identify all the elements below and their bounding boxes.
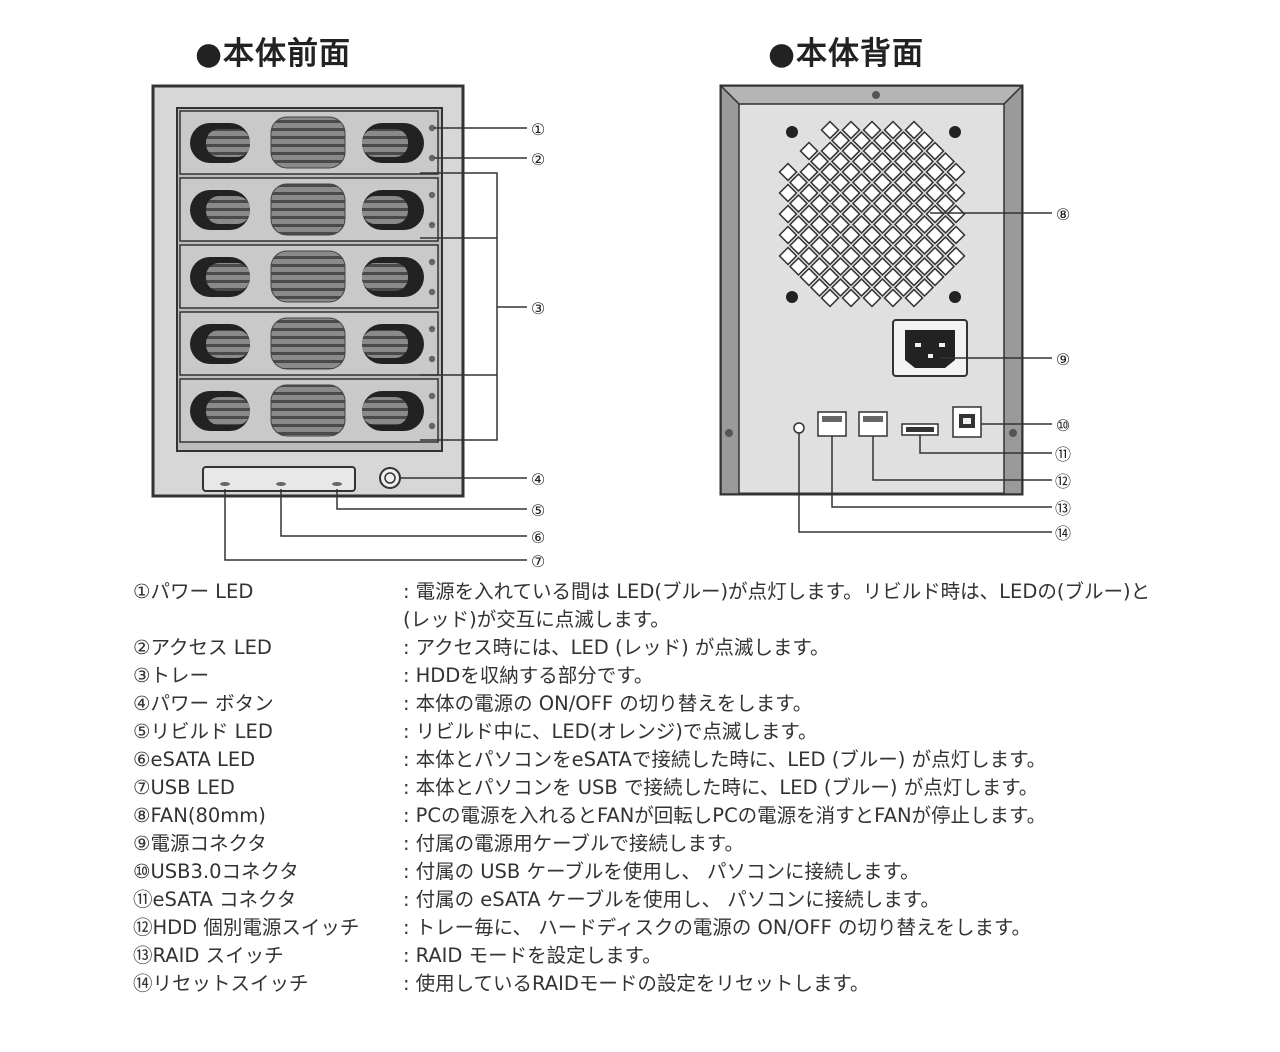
callout-14: ⑭ (1055, 524, 1071, 543)
description-text: 使用しているRAIDモードの設定をリセットします。 (403, 970, 1173, 998)
description-row: ①パワー LED 電源を入れている間は LED(ブルー)が点灯します。リビルド時は… (133, 578, 1173, 634)
back-view-title: ●本体背面 (768, 36, 925, 72)
description-label: ⑧FAN(80mm) (133, 804, 266, 827)
description-label: ⑭リセットスイッチ (133, 972, 309, 995)
callout-10: ⑩ (1056, 416, 1070, 435)
callout-9: ⑨ (1056, 350, 1070, 369)
front-leader-lines (224, 127, 527, 561)
description-row: ⑥eSATA LED 本体とパソコンをeSATAで接続した時に、LED (ブルー)… (133, 746, 1173, 774)
description-label: ⑪eSATA コネクタ (133, 888, 297, 911)
description-row: ⑩USB3.0コネクタ 付属の USB ケーブルを使用し、 パソコンに接続します。 (133, 858, 1173, 886)
usb-led (332, 482, 342, 486)
description-text: 付属の eSATA ケーブルを使用し、 パソコンに接続します。 (403, 886, 1173, 914)
power-connector[interactable] (892, 319, 968, 377)
front-led-panel (202, 466, 356, 492)
description-text: トレー毎に、 ハードディスクの電源の ON/OFF の切り替えをします。 (403, 914, 1173, 942)
front-view-title: ●本体前面 (195, 36, 352, 72)
callout-3: ③ (531, 299, 545, 318)
callout-1: ① (531, 120, 545, 139)
description-row: ⑤リビルド LED リビルド中に、LED(オレンジ)で点滅します。 (133, 718, 1173, 746)
tray-access-led (428, 422, 436, 430)
description-label: ③トレー (133, 664, 209, 687)
tray-power-led (428, 392, 436, 400)
callout-4: ④ (531, 470, 545, 489)
callout-7: ⑦ (531, 552, 545, 571)
description-label: ⑤リビルド LED (133, 720, 273, 743)
description-label: ⑦USB LED (133, 776, 235, 799)
tray-power-led (428, 191, 436, 199)
tray-power-led (428, 124, 436, 132)
tray-access-led (428, 154, 436, 162)
rebuild-led (220, 482, 230, 486)
drive-tray[interactable] (179, 110, 439, 175)
description-row: ⑫HDD 個別電源スイッチ トレー毎に、 ハードディスクの電源の ON/OFF の… (133, 914, 1173, 942)
description-row: ⑬RAID スイッチ RAID モードを設定します。 (133, 942, 1173, 970)
drive-trays (179, 110, 439, 443)
description-label: ⑨電源コネクタ (133, 832, 267, 855)
description-row: ⑦USB LED 本体とパソコンを USB で接続した時に、LED (ブルー) が… (133, 774, 1173, 802)
description-row: ⑧FAN(80mm) PCの電源を入れるとFANが回転しPCの電源を消すとFANが… (133, 802, 1173, 830)
raid-switch[interactable] (817, 411, 847, 437)
description-text: リビルド中に、LED(オレンジ)で点滅します。 (403, 718, 1173, 746)
description-text: 付属の USB ケーブルを使用し、 パソコンに接続します。 (403, 858, 1173, 886)
fan-grill (778, 120, 966, 308)
description-label: ⑫HDD 個別電源スイッチ (133, 916, 360, 939)
description-row: ②アクセス LED アクセス時には、LED (レッド) が点滅します。 (133, 634, 1173, 662)
description-text: HDDを収納する部分です。 (403, 662, 1173, 690)
power-button[interactable] (379, 467, 401, 489)
hdd-power-switch[interactable] (858, 411, 888, 437)
callout-2: ② (531, 150, 545, 169)
description-text: PCの電源を入れるとFANが回転しPCの電源を消すとFANが停止します。 (403, 802, 1173, 830)
description-text: アクセス時には、LED (レッド) が点滅します。 (403, 634, 1173, 662)
description-label: ⑥eSATA LED (133, 748, 256, 771)
callout-13: ⑬ (1055, 499, 1071, 518)
description-text: RAID モードを設定します。 (403, 942, 1173, 970)
description-label: ①パワー LED (133, 580, 254, 603)
description-list: ①パワー LED 電源を入れている間は LED(ブルー)が点灯します。リビルド時は… (133, 578, 1173, 998)
description-row: ④パワー ボタン 本体の電源の ON/OFF の切り替えをします。 (133, 690, 1173, 718)
usb3-connector[interactable] (952, 406, 982, 438)
drive-tray[interactable] (179, 244, 439, 309)
device-diagram: ① ② ③ ④ ⑤ ⑥ ⑦ ⑧ ⑨ ⑩ ⑪ ⑫ ⑬ ⑭ (151, 84, 1071, 571)
description-text: 付属の電源用ケーブルで接続します。 (403, 830, 1173, 858)
description-row: ③トレー HDDを収納する部分です。 (133, 662, 1173, 690)
tray-access-led (428, 355, 436, 363)
tray-access-led (428, 221, 436, 229)
drive-tray[interactable] (179, 311, 439, 376)
description-row: ⑪eSATA コネクタ 付属の eSATA ケーブルを使用し、 パソコンに接続しま… (133, 886, 1173, 914)
tray-power-led (428, 325, 436, 333)
tray-power-led (428, 258, 436, 266)
callout-5: ⑤ (531, 501, 545, 520)
reset-switch[interactable] (793, 422, 805, 434)
esata-connector[interactable] (901, 423, 939, 436)
description-label: ④パワー ボタン (133, 692, 274, 715)
drive-tray[interactable] (179, 177, 439, 242)
callout-8: ⑧ (1056, 205, 1070, 224)
description-row: ⑨電源コネクタ 付属の電源用ケーブルで接続します。 (133, 830, 1173, 858)
callout-numbers: ① ② ③ ④ ⑤ ⑥ ⑦ ⑧ ⑨ ⑩ ⑪ ⑫ ⑬ ⑭ (531, 120, 1071, 571)
description-label: ⑩USB3.0コネクタ (133, 860, 299, 883)
callout-12: ⑫ (1055, 472, 1071, 491)
description-text: 電源を入れている間は LED(ブルー)が点灯します。リビルド時は、LEDの(ブル… (403, 578, 1173, 634)
description-text: 本体とパソコンを USB で接続した時に、LED (ブルー) が点灯します。 (403, 774, 1173, 802)
esata-led (276, 482, 286, 486)
back-leader-lines (798, 212, 1052, 533)
tray-access-led (428, 288, 436, 296)
description-text: 本体の電源の ON/OFF の切り替えをします。 (403, 690, 1173, 718)
callout-6: ⑥ (531, 528, 545, 547)
description-row: ⑭リセットスイッチ 使用しているRAIDモードの設定をリセットします。 (133, 970, 1173, 998)
description-label: ⑬RAID スイッチ (133, 944, 284, 967)
drive-tray[interactable] (179, 378, 439, 443)
description-text: 本体とパソコンをeSATAで接続した時に、LED (ブルー) が点灯します。 (403, 746, 1173, 774)
callout-11: ⑪ (1055, 445, 1071, 464)
description-label: ②アクセス LED (133, 636, 272, 659)
